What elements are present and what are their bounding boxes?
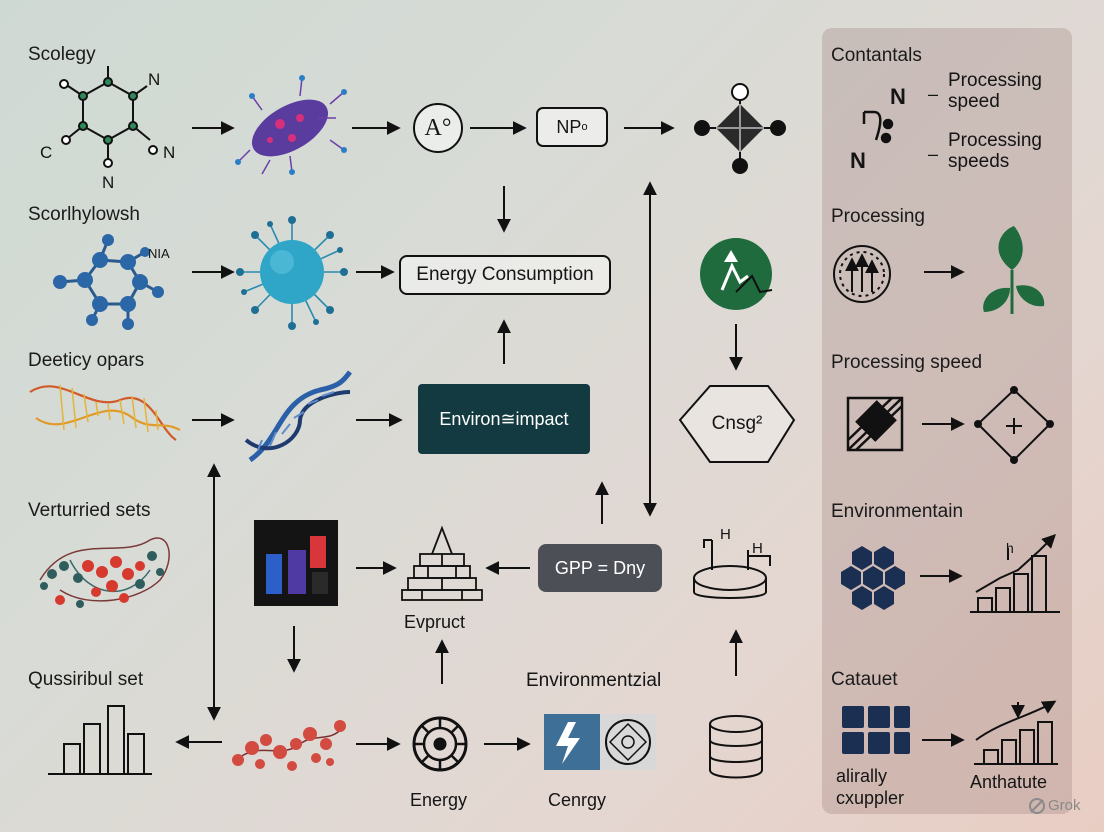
blue-dna-icon	[244, 370, 353, 463]
lightning-symbol-icon	[544, 714, 656, 770]
cylinder-h-right: H	[752, 540, 763, 557]
side-title-contantals: Contantals	[831, 45, 922, 66]
a-circle-node: A°	[424, 114, 452, 141]
side-cxupplier: cxuppler	[836, 788, 905, 808]
side-dash-2: –	[928, 144, 939, 164]
mol-label-nia: NIA	[148, 246, 170, 261]
rising-chart-icon	[970, 534, 1060, 613]
cylinder-h-icon	[693, 539, 771, 599]
row-label-1: Scolegy	[28, 44, 96, 65]
gpp-node: GPP = Dny	[554, 557, 646, 578]
side-title-processing: Processing	[831, 206, 925, 227]
cylinder-h-left: H	[720, 526, 731, 543]
side-n-upper: N	[890, 84, 906, 109]
bar-block-icon	[254, 520, 338, 606]
golden-dna-icon	[29, 384, 181, 441]
red-bead-chain-icon	[232, 720, 346, 771]
striped-square-icon	[846, 396, 904, 452]
side-alirally: alirally	[836, 766, 888, 786]
step-chart-icon	[974, 700, 1058, 765]
cyan-virus-icon	[236, 216, 348, 330]
energy-consumption-node: Energy Consumption	[416, 264, 594, 285]
evpruct-label: Evpruct	[404, 612, 466, 632]
np-label: NP	[556, 116, 582, 137]
side-title-environmentain: Environmentain	[831, 501, 964, 522]
cross-node-icon	[694, 83, 786, 174]
row-label-2: Scorlhylowsh	[28, 204, 140, 225]
mol-label-n-bottom: N	[102, 173, 115, 192]
watermark: Grok	[1048, 797, 1081, 814]
gear-wheel-icon	[412, 716, 468, 772]
side-title-processing-speed: Processing speed	[831, 352, 983, 373]
row-label-5: Qussiribul set	[28, 669, 144, 690]
environmentzial-label: Environmentzial	[526, 670, 662, 691]
side-h-chart: h	[1006, 540, 1014, 556]
cenrgy-label: Cenrgy	[548, 790, 607, 810]
blue-molecule-icon	[53, 234, 164, 330]
database-icon	[709, 715, 763, 779]
red-teal-chain-icon	[39, 537, 170, 608]
mol-label-n-right: N	[163, 143, 176, 162]
speed-dial-icon	[833, 245, 891, 303]
side-n-lower: N	[850, 148, 866, 173]
row-label-4: Verturried sets	[28, 500, 151, 521]
junction-curve-icon	[862, 110, 894, 144]
hexagon-cluster-icon	[841, 546, 905, 610]
hexagon-molecule-icon	[59, 66, 158, 168]
row-label-3: Deeticy opars	[28, 350, 145, 371]
brick-pyramid-icon	[401, 525, 483, 601]
side-processing-speed-b: Processing speeds	[948, 130, 1042, 172]
tile-grid-icon	[842, 706, 910, 754]
diamond-plus-icon	[974, 386, 1054, 464]
green-hiker-icon	[700, 238, 773, 310]
bar-chart-icon	[48, 705, 152, 775]
energy-label: Energy	[410, 790, 468, 810]
side-dash-1: –	[928, 84, 939, 104]
mol-label-c: C	[40, 143, 53, 162]
purple-virus-icon	[235, 75, 347, 175]
grok-logo-icon	[1029, 798, 1045, 814]
mol-label-n-top: N	[148, 70, 161, 89]
side-processing-speed-a: Processing speed	[948, 70, 1042, 112]
environ-impact-node: Environ≅impact	[439, 408, 569, 429]
np-sub: o	[581, 121, 588, 133]
side-anthatute: Anthatute	[970, 772, 1048, 792]
plant-leaf-icon	[983, 226, 1045, 314]
side-title-catauet: Catauet	[831, 669, 898, 690]
cnsg-node: Cnsg²	[711, 413, 763, 434]
